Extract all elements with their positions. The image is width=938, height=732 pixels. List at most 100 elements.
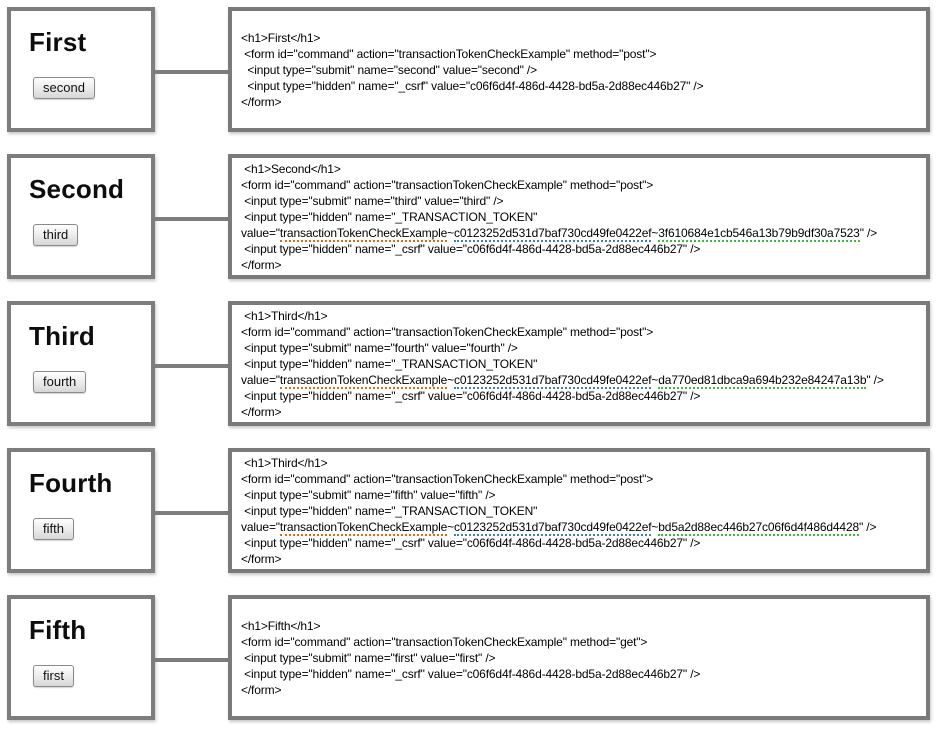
page-box-third: Third fourth	[7, 301, 155, 426]
code-segment: <input type="hidden" name="_csrf" value=…	[241, 388, 701, 403]
code-segment: <input type="hidden" name="_TRANSACTION_…	[241, 209, 538, 224]
code-line: <input type="submit" name="first" value=…	[241, 650, 700, 666]
code-line: </form>	[241, 94, 703, 110]
code-source: <h1>Second</h1><form id="command" action…	[241, 161, 877, 273]
code-segment: " />	[859, 519, 877, 534]
code-segment: <h1>Second</h1>	[241, 161, 341, 176]
code-segment: <input type="hidden" name="_csrf" value=…	[241, 535, 701, 550]
submit-button[interactable]: second	[33, 77, 95, 99]
code-segment: ~	[447, 225, 454, 240]
code-line: <h1>Second</h1>	[241, 161, 877, 177]
code-box-third: <h1>Third</h1><form id="command" action=…	[228, 301, 930, 426]
code-line: <input type="hidden" name="_csrf" value=…	[241, 78, 703, 94]
code-source: <h1>First</h1> <form id="command" action…	[241, 30, 704, 110]
code-segment: ~	[447, 372, 454, 387]
code-segment: </form>	[241, 257, 282, 272]
code-segment: ~	[651, 225, 659, 240]
code-segment: <input type="submit" name="third" value=…	[241, 193, 504, 208]
token-segment-orange: transactionTokenCheckExample	[279, 372, 448, 389]
code-segment: ~	[447, 519, 454, 534]
code-line: <input type="hidden" name="_csrf" value=…	[241, 535, 876, 551]
connector-line	[155, 657, 228, 662]
code-line: <form id="command" action="transactionTo…	[241, 46, 703, 62]
token-segment-blue: c0123252d531d7baf730cd49fe0422ef	[454, 519, 652, 536]
code-segment: <h1>Fifth</h1>	[241, 618, 321, 633]
page-title: Fifth	[29, 615, 87, 645]
page-title: First	[29, 27, 87, 57]
submit-button[interactable]: fourth	[33, 371, 87, 393]
code-box-first: <h1>First</h1> <form id="command" action…	[228, 7, 930, 132]
connector-line	[155, 69, 228, 74]
code-segment: <input type="submit" name="fifth" value=…	[241, 487, 496, 502]
code-line: <h1>Fifth</h1>	[241, 618, 700, 634]
page-title: Second	[29, 174, 125, 204]
code-segment: <input type="hidden" name="_csrf" value=…	[241, 666, 701, 681]
code-source: <h1>Third</h1><form id="command" action=…	[241, 455, 877, 567]
page-title: Fourth	[29, 468, 113, 498]
token-segment-blue: c0123252d531d7baf730cd49fe0422ef	[454, 225, 652, 242]
submit-button[interactable]: third	[33, 224, 79, 246]
code-line: <form id="command" action="transactionTo…	[241, 324, 884, 340]
code-line: <form id="command" action="transactionTo…	[241, 177, 877, 193]
code-line: <form id="command" action="transactionTo…	[241, 471, 876, 487]
code-line: <input type="submit" name="second" value…	[241, 62, 703, 78]
code-segment: <h1>Third</h1>	[241, 455, 328, 470]
code-segment: <input type="submit" name="first" value=…	[241, 650, 496, 665]
code-segment: value="	[241, 372, 280, 387]
flow-row-fourth: Fourth fifth <h1>Third</h1><form id="com…	[7, 448, 930, 573]
code-segment: <h1>First</h1>	[241, 30, 321, 45]
flow-row-second: Second third <h1>Second</h1><form id="co…	[7, 154, 930, 279]
code-line: <input type="submit" name="fifth" value=…	[241, 487, 876, 503]
submit-button[interactable]: first	[33, 665, 74, 687]
code-segment: <form id="command" action="transactionTo…	[241, 634, 648, 649]
connector-line	[155, 363, 228, 368]
token-segment-green: bd5a2d88ec446b27c06f6d4f486d4428	[658, 519, 860, 536]
page-box-first: First second	[7, 7, 155, 132]
code-source: <h1>Third</h1><form id="command" action=…	[241, 308, 884, 420]
flow-row-third: Third fourth <h1>Third</h1><form id="com…	[7, 301, 930, 426]
connector-line	[155, 216, 228, 221]
code-line: </form>	[241, 257, 877, 273]
token-segment-orange: transactionTokenCheckExample	[279, 519, 448, 536]
code-segment: " />	[866, 372, 884, 387]
page-box-fourth: Fourth fifth	[7, 448, 155, 573]
code-line: <h1>First</h1>	[241, 30, 703, 46]
code-line: </form>	[241, 682, 700, 698]
code-line: <input type="hidden" name="_csrf" value=…	[241, 666, 700, 682]
code-box-fifth: <h1>Fifth</h1><form id="command" action=…	[228, 595, 930, 720]
code-segment: <input type="hidden" name="_TRANSACTION_…	[241, 356, 538, 371]
code-segment: <form id="command" action="transactionTo…	[241, 177, 654, 192]
code-line: value="transactionTokenCheckExample~c012…	[241, 225, 878, 242]
code-segment: value="	[241, 225, 280, 240]
code-segment: <form id="command" action="transactionTo…	[241, 471, 654, 486]
code-segment: <input type="submit" name="fourth" value…	[241, 340, 518, 355]
submit-button[interactable]: fifth	[33, 518, 74, 540]
code-line: <form id="command" action="transactionTo…	[241, 634, 700, 650]
code-segment: </form>	[241, 94, 282, 109]
code-segment: </form>	[241, 551, 282, 566]
code-segment: <form id="command" action="transactionTo…	[241, 324, 654, 339]
code-box-fourth: <h1>Third</h1><form id="command" action=…	[228, 448, 930, 573]
connector-line	[155, 510, 228, 515]
code-line: </form>	[241, 551, 876, 567]
code-line: <h1>Third</h1>	[241, 455, 876, 471]
code-box-second: <h1>Second</h1><form id="command" action…	[228, 154, 930, 279]
token-segment-orange: transactionTokenCheckExample	[279, 225, 448, 242]
code-segment: " />	[859, 225, 878, 240]
token-segment-blue: c0123252d531d7baf730cd49fe0422ef	[454, 372, 652, 389]
code-segment: <h1>Third</h1>	[241, 308, 328, 323]
flow-row-first: First second <h1>First</h1> <form id="co…	[7, 7, 930, 132]
code-segment: ~	[651, 372, 659, 387]
flow-row-fifth: Fifth first <h1>Fifth</h1><form id="comm…	[7, 595, 930, 720]
code-source: <h1>Fifth</h1><form id="command" action=…	[241, 618, 700, 698]
code-line: <input type="hidden" name="_csrf" value=…	[241, 241, 877, 257]
code-line: <input type="hidden" name="_TRANSACTION_…	[241, 503, 876, 519]
code-segment: <input type="hidden" name="_csrf" value=…	[241, 241, 701, 256]
page-title: Third	[29, 321, 95, 351]
page-box-fifth: Fifth first	[7, 595, 155, 720]
code-segment: ~	[651, 519, 659, 534]
page-box-second: Second third	[7, 154, 155, 279]
code-line: <h1>Third</h1>	[241, 308, 884, 324]
code-line: </form>	[241, 404, 884, 420]
